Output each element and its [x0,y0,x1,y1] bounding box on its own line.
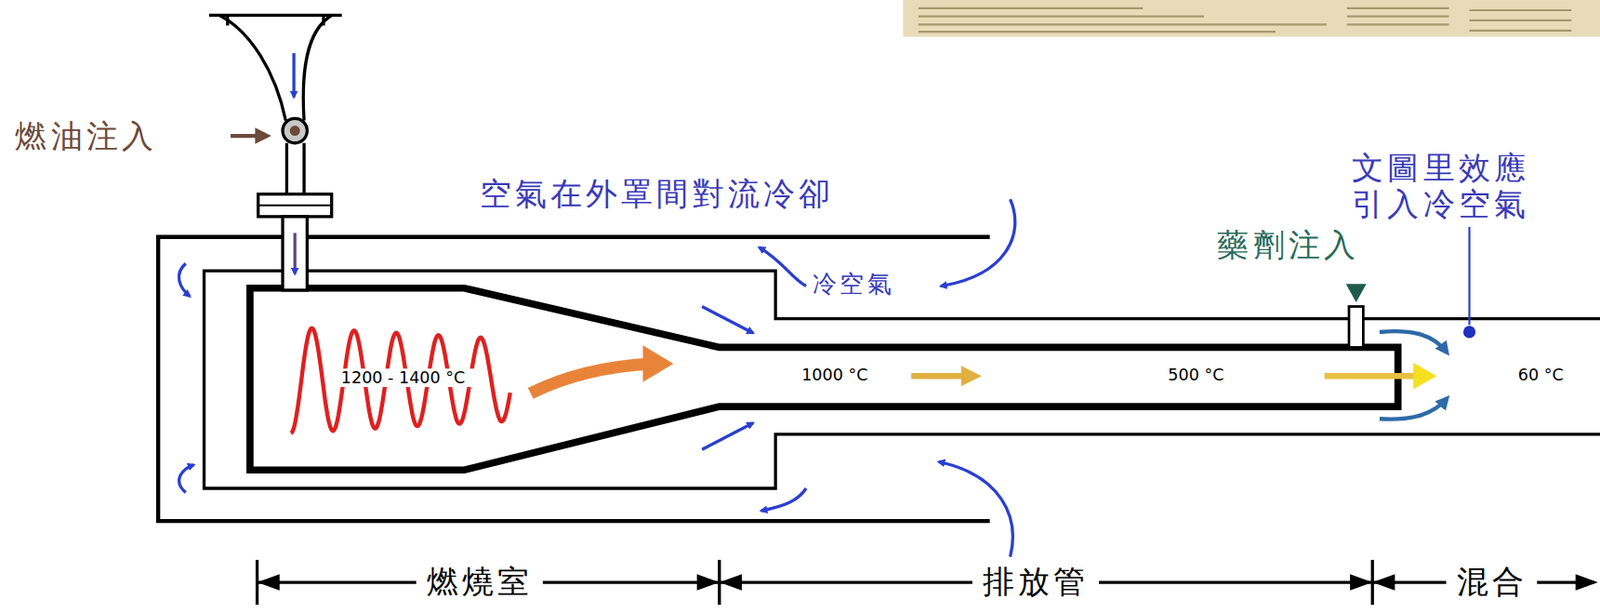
fuel-funnel [209,14,343,120]
callout-label: 空氣在外罩間對流冷卻 [479,175,834,212]
dimension-label: 燃燒室 [416,563,543,600]
callout-label: 冷空氣 [812,270,896,299]
callout-label: 燃油注入 [14,119,157,156]
fuel-pipe [282,216,307,291]
reagent-triangle [1346,283,1367,303]
venturi-point [1463,325,1476,338]
dimension-label: 混合 [1446,563,1538,600]
temperature-label: 60 °C [1518,366,1564,385]
dimension-label: 排放管 [972,563,1099,600]
temperature-label: 1000 °C [801,366,868,385]
flange [258,194,332,217]
temperature-label: 500 °C [1167,366,1224,385]
inner-wall [204,270,1600,489]
flame-coil [290,328,511,434]
combustion-chamber [250,288,1399,471]
newspaper-scrap [902,0,1600,38]
callout-label: 文圖里效應 引入冷空氣 [1351,149,1548,223]
temperature-label: 1200 - 1400 °C [330,368,476,387]
reagent-injector [1348,306,1363,348]
fuel-nozzle [282,118,307,143]
callout-label: 藥劑注入 [1216,226,1359,264]
